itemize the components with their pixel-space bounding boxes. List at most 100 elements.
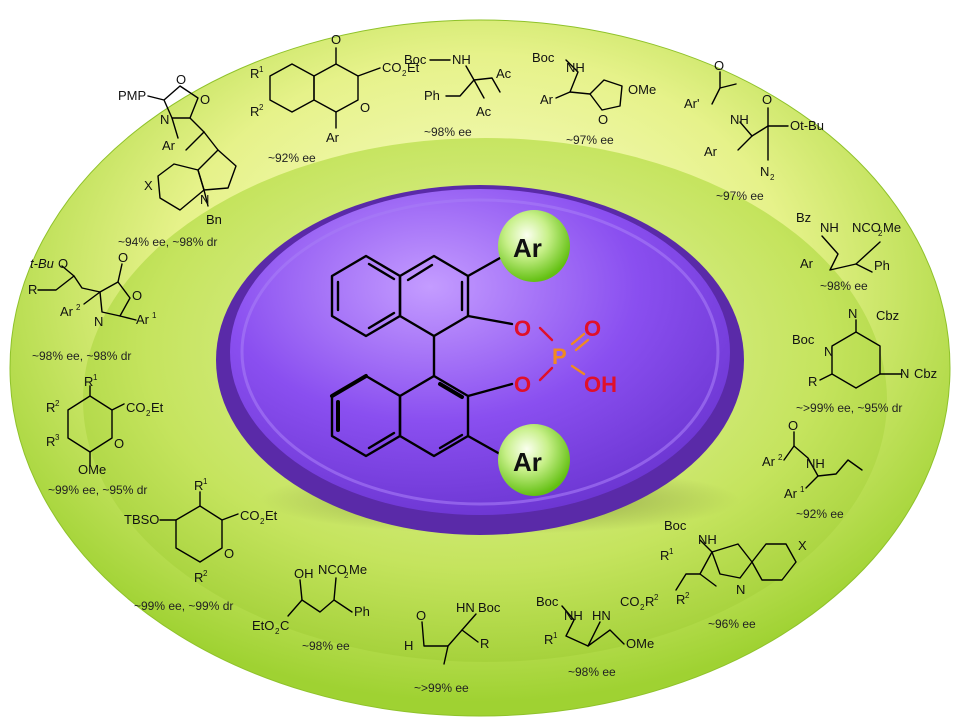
- label-cbz2: Cbz: [914, 366, 937, 381]
- aryl-group-upper: Ar: [498, 210, 570, 282]
- phosphorus-label: P: [552, 344, 567, 369]
- label-r1: R: [194, 478, 203, 493]
- label-ac1: Ac: [496, 66, 512, 81]
- label-isochromanone-ar: Ar: [326, 130, 340, 145]
- label-oxazolone-o2: O: [132, 288, 142, 303]
- label-oxazolone-o2: O: [200, 92, 210, 107]
- product-aldehyde: [421, 613, 479, 665]
- label-r2: R: [46, 400, 55, 415]
- product-boc-indole: [675, 539, 797, 591]
- label-co2et-end: Et: [407, 60, 420, 75]
- label-nh: NH: [698, 532, 717, 547]
- label-nco2me-sub: 2: [878, 229, 883, 238]
- label-tbso: TBSO: [124, 512, 159, 527]
- label-amide-o: O: [714, 58, 724, 73]
- label-ph: Ph: [424, 88, 440, 103]
- label-n2: N: [760, 164, 769, 179]
- label-pyran-o: O: [114, 436, 124, 451]
- product-oxazolone-indole: [147, 85, 237, 211]
- label-r1: R: [84, 374, 93, 389]
- label-piperidine-n: N: [824, 344, 833, 359]
- product-hydroxy-ester: [287, 577, 353, 617]
- label-nco2me-end: Me: [883, 220, 901, 235]
- label-r: R: [480, 636, 489, 651]
- product-dihydropyran-ome: [67, 385, 125, 467]
- label-r3-sup: 3: [55, 433, 60, 442]
- label-oxazolone-ar: Ar: [162, 138, 176, 153]
- label-indole-n: N: [200, 192, 209, 207]
- disc-top: [230, 189, 730, 515]
- label-ome: OMe: [628, 82, 656, 97]
- ee-isochromanone: ~92% ee: [268, 151, 316, 165]
- ee-bz-enamide: ~98% ee: [820, 279, 868, 293]
- ee-oxazolone-tbu: ~98% ee, ~98% dr: [32, 349, 131, 363]
- label-r1-sup: 1: [93, 373, 98, 382]
- label-pmp: PMP: [118, 88, 146, 103]
- label-amide-o: O: [788, 418, 798, 433]
- label-ph: Ph: [874, 258, 890, 273]
- label-nh: NH: [452, 52, 471, 67]
- label-co2r2: CO: [620, 594, 640, 609]
- label-indole-x: X: [144, 178, 153, 193]
- label-ar2-sup: 2: [76, 303, 81, 312]
- label-pyran-o: O: [224, 546, 234, 561]
- phosphate-bonds: [466, 314, 590, 398]
- product-dihydropyran-tbs: [159, 491, 239, 563]
- label-eto2c-end: C: [280, 618, 289, 633]
- label-r1: R: [660, 548, 669, 563]
- label-hn: HN: [456, 600, 475, 615]
- label-ar: Ar: [704, 144, 718, 159]
- label-r: R: [808, 374, 817, 389]
- label-oxazolone-o1: O: [176, 72, 186, 87]
- label-indole-bn: Bn: [206, 212, 222, 227]
- label-r2-sup: 2: [685, 591, 690, 600]
- label-co2et-sub: 2: [146, 409, 151, 418]
- label-oxazolone-o1: O: [118, 250, 128, 265]
- label-furan-o: O: [598, 112, 608, 127]
- label-co2et-sub: 2: [402, 69, 407, 78]
- product-aminal: [561, 605, 625, 647]
- ee-diazo-ester: ~97% ee: [716, 189, 764, 203]
- ee-aldehyde: ~>99% ee: [414, 681, 469, 695]
- label-r2-sup: 2: [203, 569, 208, 578]
- label-tbu: t-Bu: [30, 256, 54, 271]
- label-nco2me-sub: 2: [344, 571, 349, 580]
- label-co2et: CO: [382, 60, 402, 75]
- label-oh: OH: [294, 566, 314, 581]
- label-r1-sup: 1: [203, 477, 208, 486]
- label-ar2: Ar: [60, 304, 74, 319]
- label-n2-sub: 2: [770, 173, 775, 182]
- product-piperidine: [819, 319, 903, 389]
- label-nh: NH: [566, 60, 585, 75]
- aryl-label-upper: Ar: [513, 233, 542, 263]
- label-indole-x: X: [798, 538, 807, 553]
- hydroxyl-label: OH: [584, 372, 617, 397]
- product-isochromanone: [269, 47, 381, 129]
- label-boc: Boc: [532, 50, 555, 65]
- label-boc: Boc: [478, 600, 501, 615]
- label-cbz1: Cbz: [876, 308, 899, 323]
- label-eto2c: EtO: [252, 618, 274, 633]
- label-r1-sup: 1: [553, 631, 558, 640]
- label-ar: Ar: [540, 92, 554, 107]
- ee-homoallyl-amide: ~92% ee: [796, 507, 844, 521]
- label-hn-cbz: N: [848, 306, 857, 321]
- ee-boc-diketone: ~98% ee: [424, 125, 472, 139]
- label-co2et-end: Et: [265, 508, 278, 523]
- label-nh: NH: [820, 220, 839, 235]
- label-boc: Boc: [792, 332, 815, 347]
- product-homoallyl-amide: [783, 431, 863, 489]
- label-r1: R: [250, 66, 259, 81]
- label-ar2-sup: 2: [778, 453, 783, 462]
- ee-oxazolone-indole: ~94% ee, ~98% dr: [118, 235, 217, 249]
- label-ar1: Ar: [784, 486, 798, 501]
- label-r2: R: [676, 592, 685, 607]
- label-co2et-end: Et: [151, 400, 164, 415]
- label-r1: R: [544, 632, 553, 647]
- label-ether-o: O: [58, 256, 68, 271]
- ee-piperidine: ~>99% ee, ~95% dr: [796, 401, 902, 415]
- label-ar: Ar: [800, 256, 814, 271]
- label-oxazolone-n: N: [94, 314, 103, 329]
- ee-boc-indole: ~96% ee: [708, 617, 756, 631]
